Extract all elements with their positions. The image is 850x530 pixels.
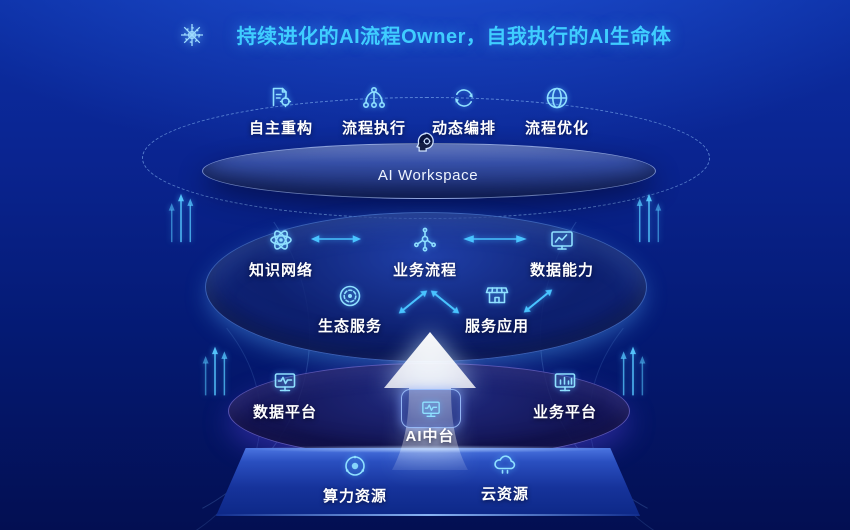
resource-item-cloud-resources: 云资源	[455, 450, 555, 504]
capability-item-label: 服务应用	[464, 318, 529, 335]
hub-network-icon	[411, 226, 439, 254]
core-orbit-icon	[341, 452, 369, 480]
head-gear-icon	[414, 131, 442, 159]
cycle-arrows-icon	[450, 84, 478, 112]
workspace-item-label: 自主重构	[248, 120, 313, 137]
capability-item-data-capability: 数据能力	[512, 226, 612, 280]
rings-icon	[336, 282, 364, 310]
capability-item-label: 业务流程	[392, 262, 457, 279]
workspace-item-process-execution: 流程执行	[324, 84, 424, 138]
up-arrows-right-outer	[634, 192, 664, 244]
up-arrows-right-inner	[618, 342, 648, 400]
storefront-icon	[483, 282, 511, 310]
double-arrow-knowledge-business	[310, 233, 362, 245]
workspace-item-dynamic-orchestration: 动态编排	[414, 84, 514, 138]
monitor-bars-icon	[551, 368, 579, 396]
capability-item-label: 知识网络	[248, 262, 313, 279]
monitor-wave-icon	[271, 368, 299, 396]
ai-middle-platform-box	[401, 389, 461, 428]
capability-item-knowledge-network: 知识网络	[231, 226, 331, 280]
capability-item-service-applications: 服务应用	[447, 282, 547, 336]
workspace-item-label: 动态编排	[431, 120, 496, 137]
workspace-item-self-rebuild: 自主重构	[231, 84, 331, 138]
workspace-label: AI Workspace	[377, 167, 479, 184]
platform-item-business-platform: 业务平台	[515, 368, 615, 422]
workspace-item-label: 流程执行	[341, 120, 406, 137]
double-arrow-business-service	[426, 285, 463, 318]
capability-item-label: 生态服务	[317, 318, 382, 335]
platform-item-label: 业务平台	[532, 404, 597, 421]
up-arrows-left-inner	[200, 342, 230, 400]
resource-slab-bottom-edge	[216, 514, 640, 516]
chart-monitor-icon	[548, 226, 576, 254]
capability-item-ecosystem-services: 生态服务	[300, 282, 400, 336]
flow-tree-icon	[360, 84, 388, 112]
up-arrows-left-outer	[166, 192, 196, 244]
workspace-item-process-optimization: 流程优化	[507, 84, 607, 138]
capability-item-label: 数据能力	[529, 262, 594, 279]
platform-item-data-platform: 数据平台	[235, 368, 335, 422]
platform-item-label: 数据平台	[252, 404, 317, 421]
resource-item-label: 云资源	[480, 486, 529, 503]
globe-network-icon	[543, 84, 571, 112]
double-arrow-business-data	[462, 233, 528, 245]
double-arrow-business-ecosystem	[394, 285, 431, 318]
cloud-icon	[491, 450, 519, 478]
sparkle-icon	[179, 22, 205, 48]
title-row: 持续进化的AI流程Owner，自我执行的AI生命体	[0, 20, 850, 49]
atom-icon	[267, 226, 295, 254]
double-arrow-data-service	[519, 284, 556, 317]
ai-monitor-icon	[419, 397, 443, 421]
resource-item-label: 算力资源	[322, 488, 387, 505]
capability-item-business-process: 业务流程	[375, 226, 475, 280]
document-gear-icon	[267, 84, 295, 112]
platform-item-ai-middle-platform-label: AI中台	[405, 428, 455, 445]
resource-item-computing-resources: 算力资源	[305, 452, 405, 506]
page-title: 持续进化的AI流程Owner，自我执行的AI生命体	[236, 26, 672, 48]
workspace-item-label: 流程优化	[524, 120, 589, 137]
